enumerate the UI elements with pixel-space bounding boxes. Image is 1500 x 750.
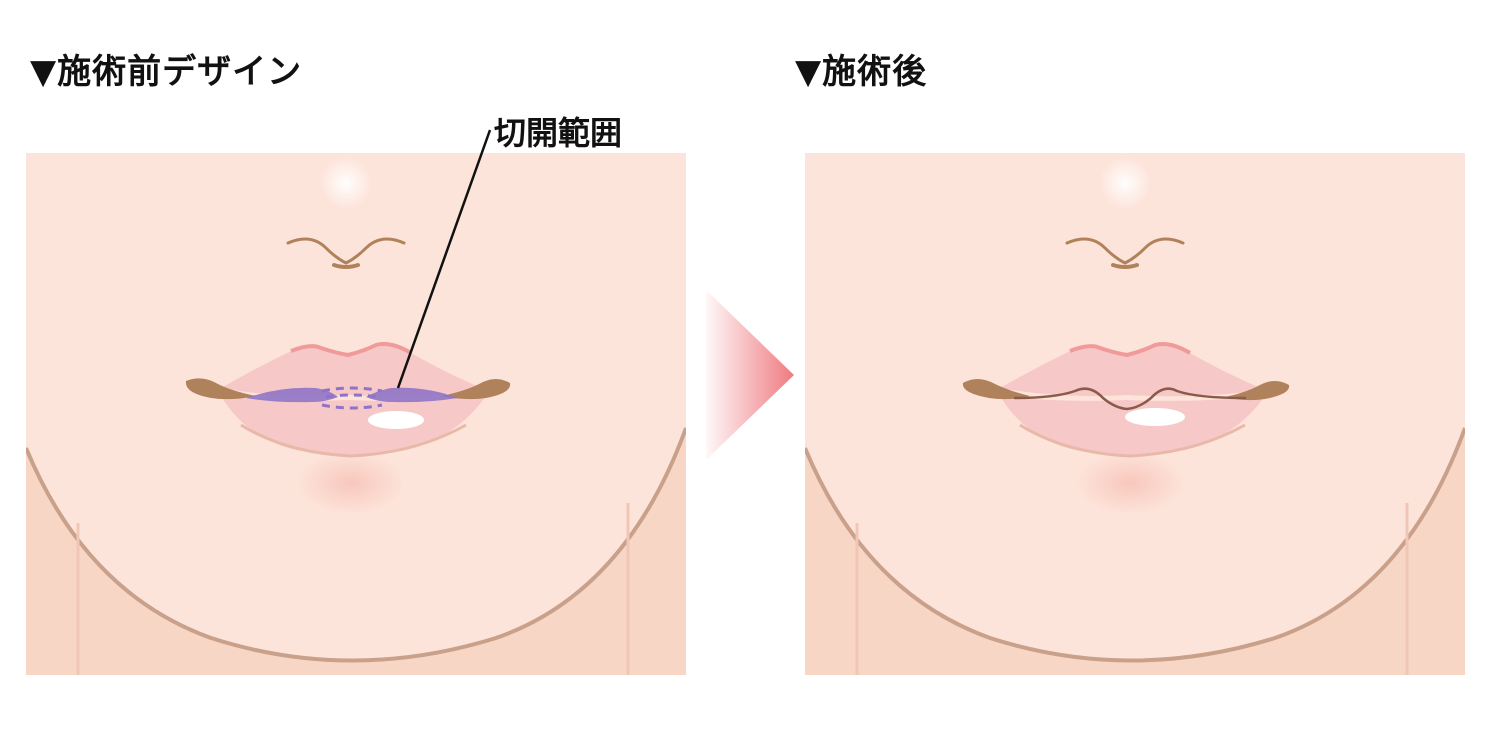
jaw-outline bbox=[26, 427, 686, 663]
lower-lip bbox=[1000, 396, 1265, 455]
incision-area-right bbox=[366, 387, 458, 403]
after-face-svg bbox=[805, 153, 1465, 675]
lip-highlight bbox=[1125, 408, 1185, 426]
after-heading: ▼施術後 bbox=[795, 52, 928, 92]
nose-left-nostril bbox=[1065, 237, 1127, 265]
after-illustration bbox=[805, 153, 1465, 675]
incision-dashed-middle bbox=[325, 393, 379, 399]
mouth-corner-right bbox=[441, 379, 511, 400]
incision-range-label: 切開範囲 bbox=[494, 114, 623, 152]
before-heading: ▼施術前デザイン bbox=[30, 52, 303, 92]
chin-blush bbox=[296, 451, 406, 515]
lower-lip bbox=[221, 396, 486, 455]
incision-area-left bbox=[246, 387, 338, 403]
upper-lip-edge bbox=[290, 342, 413, 358]
incision-dashed-lower bbox=[321, 403, 383, 410]
nose-right-nostril bbox=[1123, 237, 1185, 265]
nose-tip bbox=[1111, 263, 1139, 269]
transition-arrow-icon bbox=[706, 290, 794, 460]
nose-highlight bbox=[320, 157, 372, 209]
mouth-corner-left bbox=[962, 379, 1030, 400]
jaw-outline bbox=[805, 427, 1465, 663]
nose-highlight bbox=[1099, 157, 1151, 209]
before-face-svg bbox=[26, 153, 686, 675]
lip-highlight bbox=[368, 411, 424, 429]
lower-lip-edge bbox=[240, 423, 467, 458]
nose-right-nostril bbox=[344, 237, 406, 265]
nose-tip bbox=[332, 263, 360, 269]
nose-left-nostril bbox=[286, 237, 348, 265]
mouth-corner-right bbox=[1225, 381, 1290, 401]
upper-lip-edge bbox=[1069, 342, 1192, 358]
lower-lip-edge bbox=[1019, 423, 1246, 458]
mouth-corner-left bbox=[185, 378, 256, 400]
upper-lip bbox=[1000, 344, 1265, 397]
mouth-line bbox=[1013, 387, 1247, 411]
incision-dashed-upper bbox=[321, 386, 383, 393]
chin-blush bbox=[1075, 451, 1185, 515]
before-illustration bbox=[26, 153, 686, 675]
